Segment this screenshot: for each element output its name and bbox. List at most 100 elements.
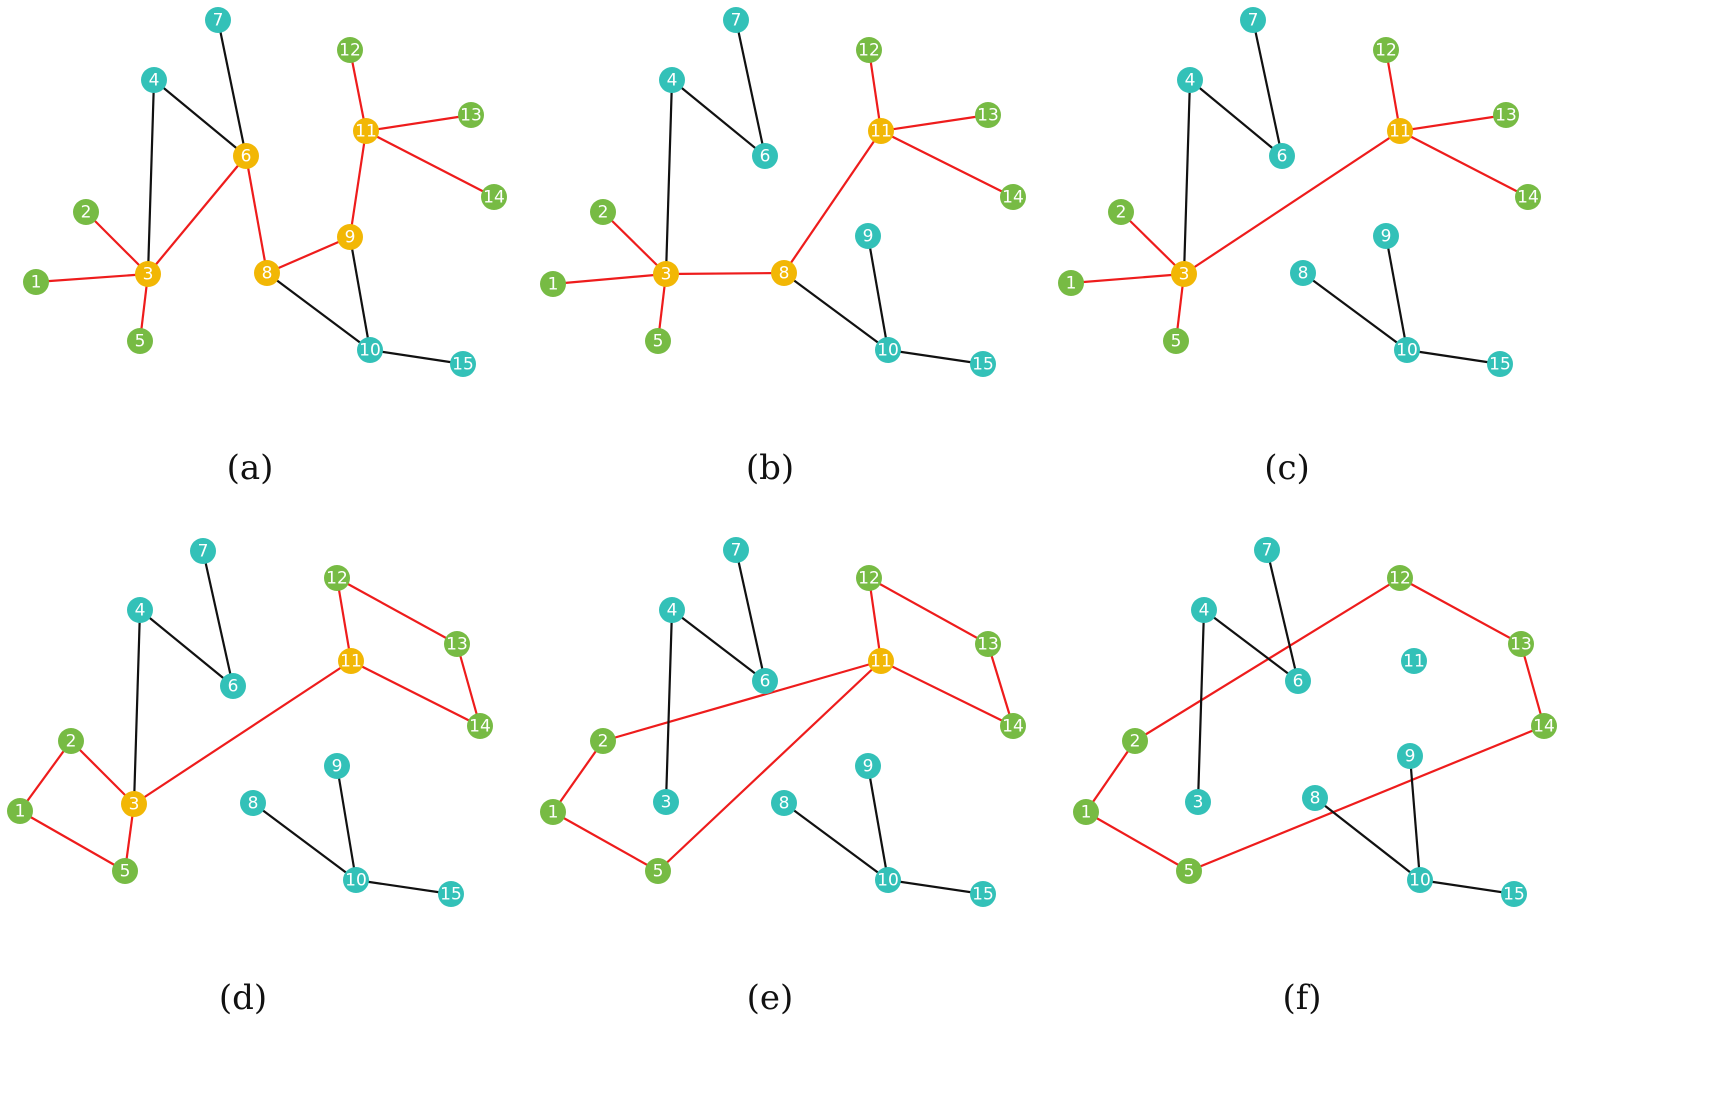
node-circle (771, 790, 797, 816)
node-circle (653, 789, 679, 815)
edge-4-6 (1203, 609, 1299, 682)
edge-8-10 (783, 272, 889, 351)
node-6: 6 (752, 668, 778, 694)
node-circle (233, 143, 259, 169)
node-circle (127, 597, 153, 623)
node-circle (970, 351, 996, 377)
node-label: 5 (1171, 332, 1182, 352)
node-label: 13 (977, 106, 999, 126)
node-4: 4 (1191, 597, 1217, 623)
node-label: 4 (149, 71, 160, 91)
edge-9-10 (1384, 235, 1409, 351)
node-label: 8 (779, 264, 790, 284)
node-3: 3 (1185, 789, 1211, 815)
edge-3-6-highlighted (147, 155, 247, 275)
node-circle (7, 798, 33, 824)
node-7: 7 (205, 7, 231, 33)
edge-10-15 (1406, 348, 1501, 366)
node-circle (1302, 785, 1328, 811)
node-label: 4 (667, 601, 678, 621)
edge-3-11-highlighted (133, 660, 352, 805)
node-label: 6 (228, 677, 239, 697)
node-3: 3 (121, 791, 147, 817)
edge-1-3-highlighted (552, 272, 667, 286)
node-circle (1508, 631, 1534, 657)
edge-1-3-highlighted (35, 272, 149, 284)
node-8: 8 (1302, 785, 1328, 811)
node-9: 9 (1373, 223, 1399, 249)
edge-7-6 (201, 550, 235, 687)
node-label: 10 (877, 871, 899, 891)
edge-layer (1070, 19, 1529, 366)
node-circle (444, 631, 470, 657)
node-label: 3 (1193, 793, 1204, 813)
node-10: 10 (357, 337, 383, 363)
node-label: 2 (598, 732, 609, 752)
node-1: 1 (540, 271, 566, 297)
node-14: 14 (1000, 184, 1026, 210)
node-label: 6 (241, 147, 252, 167)
node-2: 2 (1108, 199, 1134, 225)
edge-layer (19, 550, 482, 896)
edge-11-14-highlighted (880, 130, 1014, 198)
node-13: 13 (975, 631, 1001, 657)
node-11: 11 (1387, 118, 1413, 144)
edge-4-6 (153, 79, 247, 157)
node-circle (337, 37, 363, 63)
node-5: 5 (645, 328, 671, 354)
node-circle (1531, 713, 1557, 739)
node-label: 10 (345, 871, 367, 891)
node-circle (752, 668, 778, 694)
edge-2-3-highlighted (602, 211, 667, 275)
edge-layer (35, 19, 495, 366)
node-label: 2 (1116, 203, 1127, 223)
node-13: 13 (458, 102, 484, 128)
node-circle (1487, 351, 1513, 377)
node-circle (254, 260, 280, 286)
node-3: 3 (1171, 261, 1197, 287)
edge-12-13-highlighted (1399, 577, 1522, 645)
node-4: 4 (659, 67, 685, 93)
node-label: 9 (345, 228, 356, 248)
panel-caption: (c) (1264, 448, 1310, 488)
node-label: 10 (877, 341, 899, 361)
edge-2-12-highlighted (1134, 577, 1401, 742)
node-circle (752, 143, 778, 169)
node-circle (127, 328, 153, 354)
node-circle (540, 799, 566, 825)
node-15: 15 (1487, 351, 1513, 377)
node-circle (970, 881, 996, 907)
node-label: 15 (1489, 355, 1511, 375)
edge-11-12-highlighted (1384, 49, 1402, 132)
edge-8-10 (1314, 797, 1421, 881)
node-6: 6 (752, 143, 778, 169)
node-circle (653, 261, 679, 287)
edge-9-11-highlighted (348, 130, 368, 238)
node-7: 7 (723, 7, 749, 33)
node-circle (1373, 37, 1399, 63)
node-label: 4 (667, 71, 678, 91)
node-8: 8 (254, 260, 280, 286)
node-label: 14 (1002, 717, 1024, 737)
node-13: 13 (444, 631, 470, 657)
node-circle (1177, 67, 1203, 93)
edge-8-10 (1302, 272, 1408, 351)
node-circle (1269, 143, 1295, 169)
node-circle (357, 337, 383, 363)
node-label: 8 (779, 794, 790, 814)
edge-4-3 (146, 79, 156, 275)
node-11: 11 (353, 118, 379, 144)
node-label: 8 (262, 264, 273, 284)
node-5: 5 (645, 858, 671, 884)
node-label: 14 (483, 188, 505, 208)
edge-2-3-highlighted (70, 740, 135, 805)
node-label: 12 (858, 569, 880, 589)
edge-4-6 (671, 609, 766, 682)
node-label: 15 (1503, 885, 1525, 905)
node-15: 15 (1501, 881, 1527, 907)
edge-8-11-highlighted (783, 130, 882, 274)
